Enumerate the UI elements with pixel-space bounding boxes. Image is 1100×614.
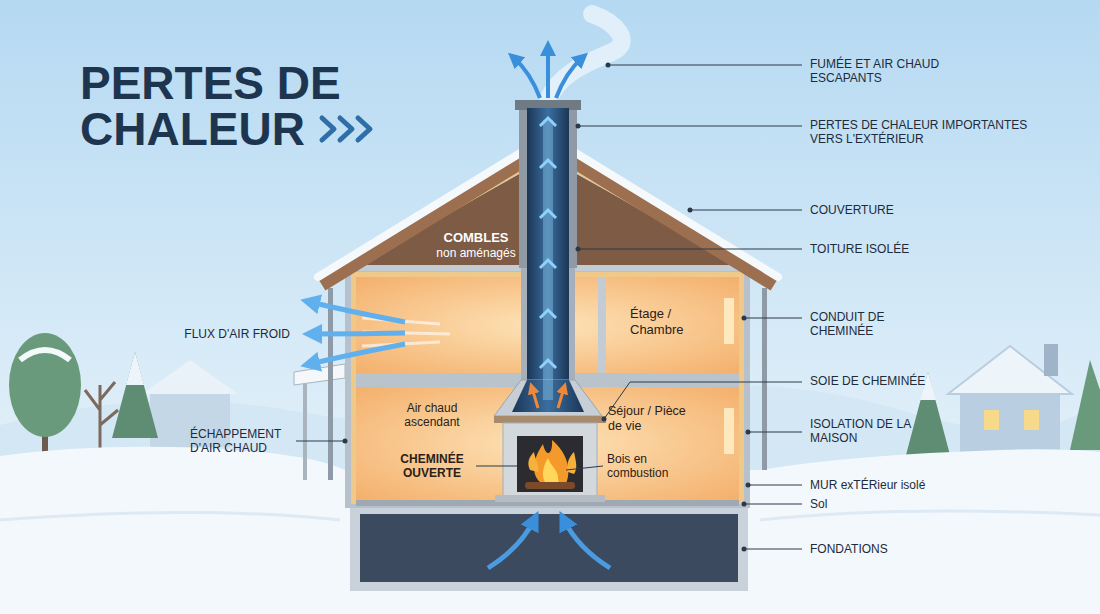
leader-line: [690, 210, 802, 211]
callout-label: FONDATIONS: [810, 542, 1010, 556]
leader-line: [566, 466, 603, 470]
background-window: [1024, 410, 1039, 430]
callout-label: Bois en combustion: [607, 452, 691, 480]
callout-label: ISOLATION DE LA MAISON: [810, 417, 922, 445]
room-name: non aménagés: [436, 246, 515, 260]
leader-line: [748, 432, 802, 433]
leader-dot: [576, 247, 581, 252]
leader-line: [608, 65, 802, 66]
flame: [528, 452, 538, 472]
mantel-shelf: [494, 416, 606, 423]
warm-air-arrow: [558, 388, 564, 408]
cold-air-arrow: [312, 333, 405, 334]
flame: [534, 440, 568, 488]
background-window: [984, 410, 999, 430]
flue-arrows: [540, 118, 556, 368]
diagram-title: PERTES DE CHALEUR: [80, 60, 380, 152]
draught-arrow: [488, 520, 534, 568]
porch-post: [303, 384, 307, 480]
snow-ground: [0, 447, 1100, 614]
callout-label: PERTES DE CHALEUR IMPORTANTES VERS L'EXT…: [810, 118, 1060, 146]
leader-dot: [602, 417, 607, 422]
hearth: [495, 495, 605, 502]
conifer-tree: [112, 352, 158, 438]
smoke-plume: [548, 14, 622, 100]
leader-line: [296, 441, 345, 442]
callout-label: Sol: [810, 497, 1010, 511]
cold-air-arrow: [310, 344, 405, 364]
callout-label: COUVERTURE: [810, 203, 1010, 217]
cold-air-arrow: [310, 302, 405, 322]
leader-dot: [576, 124, 581, 129]
room-name: COMBLES: [436, 230, 515, 246]
leader-line: [476, 466, 517, 467]
callout-label: FUMÉE ET AIR CHAUD ESCAPANTS: [810, 57, 990, 85]
leader-dot: [742, 547, 747, 552]
leader-dot: [746, 483, 751, 488]
leader-dot: [343, 439, 348, 444]
background-chimney: [1044, 344, 1058, 376]
leader-dot: [742, 316, 747, 321]
tree-crown: [9, 333, 81, 437]
background-roof: [142, 360, 238, 394]
log: [525, 482, 575, 489]
basement: [360, 514, 738, 582]
leader-line: [748, 485, 802, 486]
draught-arrow: [564, 520, 610, 568]
title-chevrons: [322, 118, 370, 140]
room-name: Étage / Chambre: [630, 306, 718, 337]
room-name: Séjour / Pièce de vie: [608, 404, 694, 434]
window: [724, 408, 734, 454]
callout-label: SOIE DE CHEMINÉE: [810, 374, 1010, 388]
leader-dot: [606, 63, 611, 68]
tree-snow: [126, 352, 144, 385]
callout-label: FLUX D'AIR FROID: [140, 327, 290, 341]
leader-line: [578, 249, 802, 250]
leader-dot: [688, 208, 693, 213]
flame: [567, 452, 576, 474]
callout-label: TOITURE ISOLÉE: [810, 242, 1010, 256]
tree-snow: [20, 350, 70, 360]
porch-roof: [294, 364, 345, 385]
room-divider: [598, 277, 606, 373]
leader-line: [578, 126, 802, 127]
foundation-wall: [350, 505, 748, 591]
bare-tree: [85, 382, 118, 455]
callout-label: CONDUIT DE CHEMINÉE: [810, 310, 906, 338]
leader-dot: [742, 502, 747, 507]
window: [724, 298, 734, 344]
downspout: [328, 288, 333, 480]
callout-label: Air chaud ascendant: [388, 401, 476, 429]
conifer-tree: [1070, 360, 1100, 450]
callout-label: ÉCHAPPEMENT D'AIR CHAUD: [190, 427, 292, 455]
leader-lines: [296, 65, 802, 549]
callout-label: MUR exTÉRieur isolé: [810, 478, 1010, 492]
firebox: [517, 436, 583, 492]
leader-line: [744, 504, 802, 505]
leader-line: [744, 549, 802, 550]
room-area: Étage / Chambre: [628, 304, 720, 339]
leader-dot: [746, 430, 751, 435]
room-area: COMBLESnon aménagés: [434, 228, 517, 262]
smoke-arrow: [546, 48, 550, 98]
smoke-arrow: [556, 58, 582, 98]
callout-label: CHEMINÉE OUVERTE: [390, 452, 474, 480]
downspout: [762, 288, 767, 470]
leader-dots: [343, 63, 751, 552]
smoke-arrow: [514, 58, 540, 98]
warm-air-arrow: [532, 388, 538, 408]
room-area: Séjour / Pièce de vie: [606, 402, 696, 436]
fireplace-surround: [503, 423, 597, 497]
leader-line: [744, 318, 802, 319]
